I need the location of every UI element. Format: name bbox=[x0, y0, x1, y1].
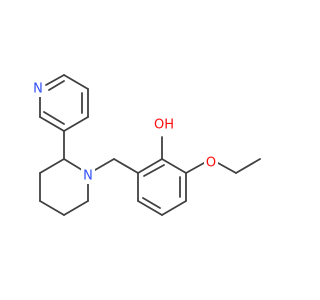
ether-oxygen-label: O bbox=[206, 156, 216, 171]
piperidine-nitrogen-label: N bbox=[83, 169, 93, 184]
bond bbox=[142, 197, 161, 209]
bond bbox=[63, 116, 89, 132]
bond bbox=[217, 162, 237, 174]
pyridine-nitrogen-label: N bbox=[33, 82, 43, 97]
bond bbox=[137, 200, 163, 216]
bond bbox=[143, 164, 165, 177]
bonds bbox=[39, 74, 261, 216]
atom-labels: N N OH O bbox=[31, 81, 218, 184]
bond bbox=[161, 158, 187, 174]
bond bbox=[39, 116, 65, 132]
bond bbox=[39, 158, 65, 174]
bond bbox=[94, 158, 115, 171]
bond bbox=[63, 200, 89, 216]
bond bbox=[48, 80, 65, 91]
bond bbox=[161, 200, 187, 216]
bond bbox=[63, 74, 89, 90]
bond bbox=[235, 158, 261, 174]
bond bbox=[137, 158, 163, 174]
molecule-structure: N N OH O bbox=[31, 74, 261, 216]
bond bbox=[39, 200, 65, 216]
bond bbox=[63, 158, 83, 171]
bond bbox=[43, 111, 65, 125]
bond bbox=[113, 158, 139, 174]
hydroxyl-label: OH bbox=[154, 118, 174, 133]
bond bbox=[185, 162, 205, 174]
bond bbox=[45, 74, 65, 86]
